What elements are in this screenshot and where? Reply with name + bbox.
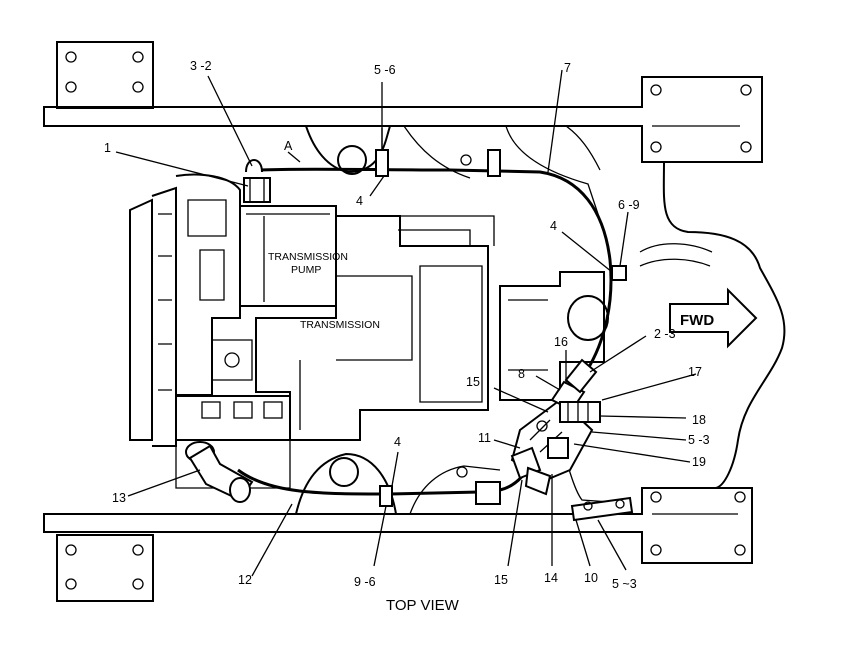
callout-13: 13 xyxy=(112,491,126,505)
lower-crossmember-humps xyxy=(295,452,501,515)
hose-clamp-bottom xyxy=(379,485,393,507)
callout-5-6: 5 -6 xyxy=(374,63,396,77)
transmission-pump: TRANSMISSION PUMP xyxy=(239,205,348,307)
inline-coupler xyxy=(475,481,501,505)
callout-16: 16 xyxy=(554,335,568,349)
callout-9-6: 9 -6 xyxy=(354,575,376,589)
forward-direction-arrow: FWD xyxy=(669,287,758,349)
hose-clamp-right xyxy=(611,265,627,281)
view-title: TOP VIEW xyxy=(386,597,460,614)
line-label-a: A xyxy=(284,139,293,153)
upper-crossmember-humps xyxy=(305,125,601,221)
fwd-label: FWD xyxy=(680,312,714,329)
lower-frame-rail xyxy=(43,487,753,564)
transmission-label: TRANSMISSION xyxy=(300,319,380,331)
callout-19: 19 xyxy=(692,455,706,469)
callout-17: 17 xyxy=(688,365,702,379)
callout-11: 11 xyxy=(478,431,491,445)
hose-clamp-top-left xyxy=(243,159,271,203)
callout-4-top: 4 xyxy=(356,194,363,208)
callout-12: 12 xyxy=(238,573,252,587)
callout-15-bottom: 15 xyxy=(494,573,508,587)
callout-10: 10 xyxy=(584,571,598,585)
transmission-pump-label-line2: PUMP xyxy=(291,264,321,276)
callout-8: 8 xyxy=(518,367,525,381)
valve-assembly xyxy=(510,358,601,496)
mounting-bracket-lower-right xyxy=(570,496,634,522)
callout-18: 18 xyxy=(692,413,706,427)
callout-4-bottom: 4 xyxy=(394,435,401,449)
callout-15-top: 15 xyxy=(466,375,480,389)
mount-plate-bottom-left xyxy=(56,534,154,602)
hose-clamp-top-right xyxy=(487,149,501,177)
callout-14: 14 xyxy=(544,571,558,585)
flywheel-housing xyxy=(129,173,241,447)
elbow-fitting-13 xyxy=(185,441,254,503)
callout-3-2: 3 -2 xyxy=(190,59,212,73)
mount-plate-bottom-right xyxy=(650,491,746,556)
callout-labels: 3 -2 1 5 -6 7 A 4 4 6 -9 2 -3 16 8 17 15… xyxy=(104,59,710,591)
transmission-housing: TRANSMISSION xyxy=(255,215,495,441)
callout-4-right: 4 xyxy=(550,219,557,233)
hose-line-7 xyxy=(248,167,613,373)
callout-7: 7 xyxy=(564,61,571,75)
mount-plate-top-left xyxy=(56,41,154,109)
control-valve-block xyxy=(175,339,291,489)
mount-plate-top-right xyxy=(650,84,752,153)
leader-lines xyxy=(115,69,697,577)
callout-5-3-bottom: 5 ~3 xyxy=(612,577,637,591)
callout-1: 1 xyxy=(104,141,111,155)
upper-frame-rail xyxy=(43,76,763,163)
callout-5-3-mid: 5 -3 xyxy=(688,433,710,447)
transmission-pump-label-line1: TRANSMISSION xyxy=(268,251,348,263)
callout-2-3: 2 -3 xyxy=(654,327,676,341)
callout-6-9: 6 -9 xyxy=(618,198,640,212)
forward-axle-outline xyxy=(639,161,786,489)
